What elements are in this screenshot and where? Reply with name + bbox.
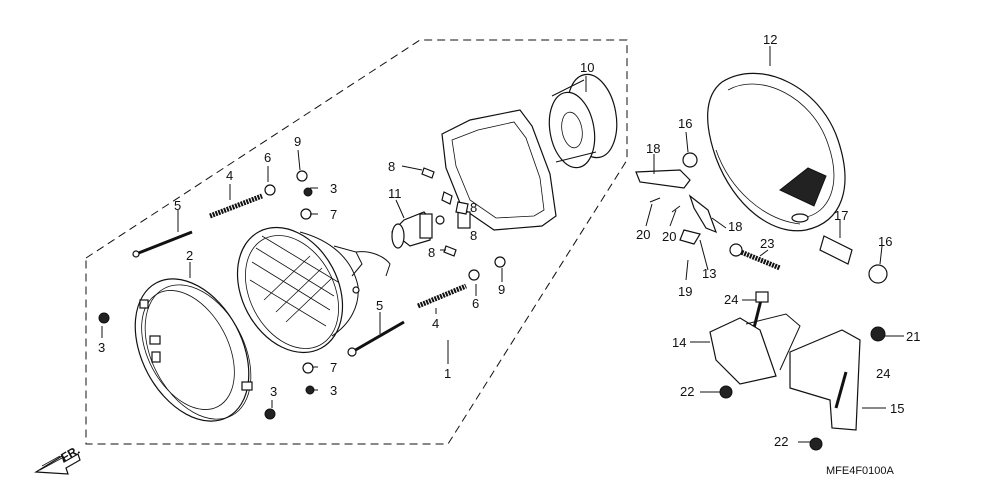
callout-label: 24: [876, 366, 890, 381]
callout-label: 7: [330, 360, 337, 375]
callout-label: 23: [760, 236, 774, 251]
callout-label: 3: [98, 340, 105, 355]
headlight-rim: [134, 278, 253, 422]
small-parts: [98, 167, 506, 420]
callout-label: 11: [388, 186, 402, 201]
callout-label: 1: [444, 366, 451, 381]
bolt-upper: [132, 230, 193, 258]
callout-label: 15: [890, 401, 904, 416]
callout-label: 10: [580, 60, 594, 75]
callout-label: 9: [294, 134, 301, 149]
callout-label: 20: [636, 227, 650, 242]
callout-label: 17: [834, 208, 848, 223]
callout-label: 8: [388, 159, 395, 174]
callout-label: 8: [428, 245, 435, 260]
callout-label: 6: [264, 150, 271, 165]
callout-label: 6: [472, 296, 479, 311]
callout-label: 24: [724, 292, 738, 307]
callout-label: 2: [186, 248, 193, 263]
callout-label: 3: [330, 181, 337, 196]
callout-labels: 1 2 3 3 3 3 4 4 5 5 6 6 7 7 8 8 8 8 9 9 …: [98, 32, 920, 449]
leader-lines: [101, 46, 904, 443]
callout-label: 22: [680, 384, 694, 399]
callout-label: 8: [470, 228, 477, 243]
bolt-lower: [347, 320, 405, 357]
callout-label: 18: [646, 141, 660, 156]
headlight-case: [707, 72, 846, 232]
front-arrow: FR.: [34, 443, 82, 475]
callout-label: 8: [470, 200, 477, 215]
right-bracket-parts: [635, 152, 888, 451]
adjust-screw-lower: [417, 283, 467, 309]
callout-label: 18: [728, 219, 742, 234]
callout-label: 4: [432, 316, 439, 331]
diagram-code: MFE4F0100A: [826, 465, 895, 477]
callout-label: 16: [678, 116, 692, 131]
headlight-socket: [548, 73, 618, 169]
callout-label: 7: [330, 207, 337, 222]
callout-label: 9: [498, 282, 505, 297]
callout-label: 4: [226, 168, 233, 183]
callout-label: 19: [678, 284, 692, 299]
callout-label: 20: [662, 229, 676, 244]
bulb: [391, 211, 445, 249]
callout-label: 16: [878, 234, 892, 249]
assembly-boundary: [85, 39, 628, 445]
headlight-unit: [236, 226, 391, 354]
callout-label: 13: [702, 266, 716, 281]
callout-label: 22: [774, 434, 788, 449]
adjust-screw-upper: [209, 193, 263, 219]
callout-label: 12: [763, 32, 777, 47]
callout-label: 5: [174, 198, 181, 213]
mounting-frame: [441, 109, 557, 231]
callout-label: 3: [270, 384, 277, 399]
callout-label: 5: [376, 298, 383, 313]
callout-label: 14: [672, 335, 686, 350]
callout-label: 3: [330, 383, 337, 398]
callout-label: 21: [906, 329, 920, 344]
